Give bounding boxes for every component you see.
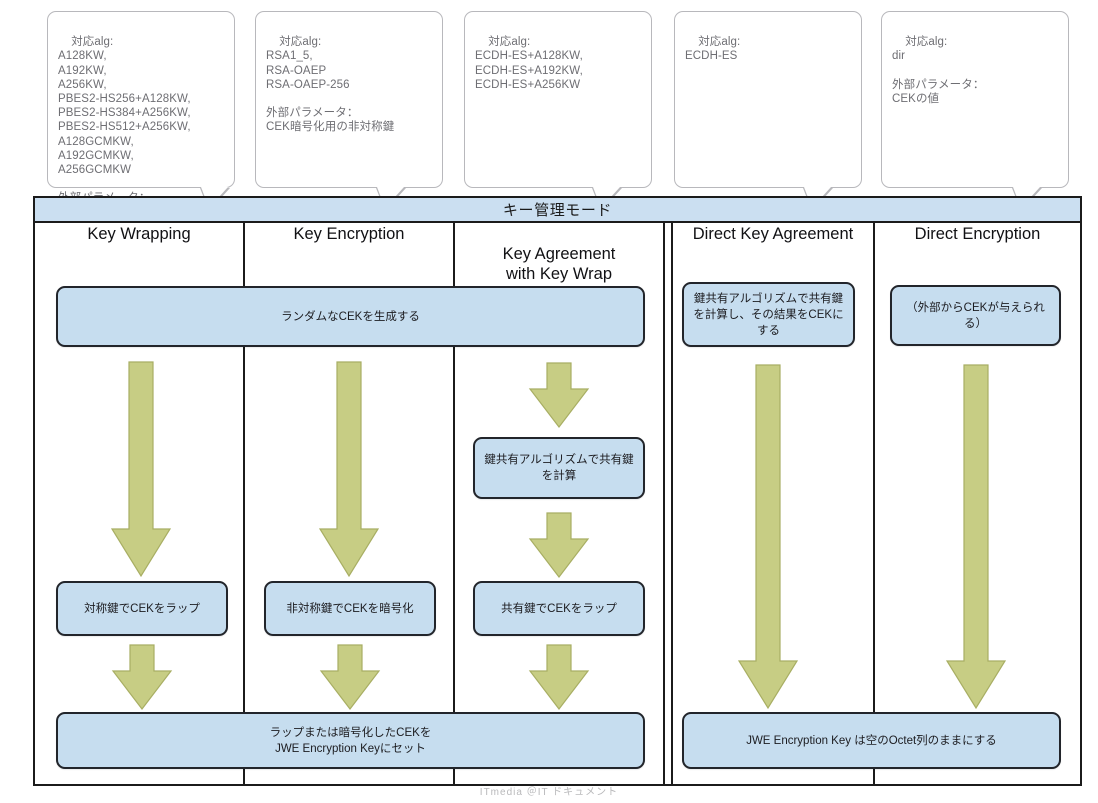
arrow-down-key-wrapping-long [110, 361, 172, 578]
step-generate-cek: ランダムなCEKを生成する [56, 286, 645, 347]
step-empty-octet-sequence-label: JWE Encryption Key は空のOctet列のままにする [746, 734, 997, 747]
callout-key-encryption-text: 対応alg: RSA1_5, RSA-OAEP RSA-OAEP-256 外部パ… [266, 36, 395, 134]
step-generate-cek-label: ランダムなCEKを生成する [281, 310, 420, 323]
step-de-external-cek-label: （外部からCEKが与えられ る） [906, 301, 1045, 330]
arrow-down-key-encryption-short [319, 644, 381, 711]
column-divider-2 [453, 223, 455, 784]
column-divider-3b [671, 223, 673, 784]
step-set-jwe-encryption-key-label: ラップまたは暗号化したCEKを JWE Encryption Keyにセット [269, 726, 432, 755]
arrow-down-key-encryption-long [318, 361, 380, 578]
step-wrap-with-shared-key: 共有鍵でCEKをラップ [473, 581, 645, 636]
arrow-down-direct-encryption-long [945, 364, 1007, 710]
step-ka-compute-shared-key-label: 鍵共有アルゴリズムで共有鍵 を計算 [484, 454, 634, 482]
step-wrap-with-shared-key-label: 共有鍵でCEKをラップ [501, 602, 617, 615]
watermark: ITmedia ＠IT ドキュメント [0, 783, 1098, 798]
step-dka-compute-shared-key-label: 鍵共有アルゴリズムで共有鍵 を計算し、その結果をCEKに する [693, 292, 844, 337]
column-title-text: Key Agreement with Key Wrap [502, 245, 616, 283]
step-wrap-with-symmetric-key: 対称鍵でCEKをラップ [56, 581, 228, 636]
step-set-jwe-encryption-key: ラップまたは暗号化したCEKを JWE Encryption Keyにセット [56, 712, 645, 769]
column-title-text: Key Wrapping [87, 225, 191, 243]
callout-key-agreement-text: 対応alg: ECDH-ES+A128KW, ECDH-ES+A192KW, E… [475, 36, 583, 91]
key-management-mode-title: キー管理モード [502, 202, 613, 219]
arrow-down-direct-key-agreement-long [737, 364, 799, 710]
callout-key-agreement-with-key-wrap: 対応alg: ECDH-ES+A128KW, ECDH-ES+A192KW, E… [464, 11, 652, 211]
arrow-down-key-agreement-short [528, 644, 590, 711]
column-title-direct-encryption: Direct Encryption [875, 224, 1080, 244]
step-dka-compute-shared-key: 鍵共有アルゴリズムで共有鍵 を計算し、その結果をCEKに する [682, 282, 855, 347]
callout-key-encryption: 対応alg: RSA1_5, RSA-OAEP RSA-OAEP-256 外部パ… [255, 11, 443, 211]
arrow-down-key-agreement-top [528, 362, 590, 429]
column-title-text: Direct Key Agreement [692, 225, 854, 243]
step-empty-octet-sequence: JWE Encryption Key は空のOctet列のままにする [682, 712, 1061, 769]
step-encrypt-with-asymmetric-key-label: 非対称鍵でCEKを暗号化 [286, 602, 414, 615]
column-title-key-agreement-with-key-wrap: Key Agreement with Key Wrap [455, 224, 663, 284]
callout-direct-key-agreement: 対応alg: ECDH-ES [674, 11, 862, 211]
arrow-down-key-agreement-middle [528, 512, 590, 579]
column-divider-4 [873, 223, 875, 784]
callout-direct-encryption: 対応alg: dir 外部パラメータ： CEKの値 [881, 11, 1069, 211]
step-de-external-cek: （外部からCEKが与えられ る） [890, 285, 1061, 346]
column-title-text: Key Encryption [293, 225, 405, 243]
column-title-key-wrapping: Key Wrapping [35, 224, 243, 244]
callout-key-wrapping-text: 対応alg: A128KW, A192KW, A256KW, PBES2-HS2… [58, 36, 191, 218]
column-title-text: Direct Encryption [914, 225, 1041, 243]
callout-direct-key-agreement-text: 対応alg: ECDH-ES [685, 36, 741, 63]
step-ka-compute-shared-key: 鍵共有アルゴリズムで共有鍵 を計算 [473, 437, 645, 499]
callout-direct-encryption-text: 対応alg: dir 外部パラメータ： CEKの値 [892, 36, 985, 106]
step-encrypt-with-asymmetric-key: 非対称鍵でCEKを暗号化 [264, 581, 436, 636]
column-divider-1 [243, 223, 245, 784]
callout-key-wrapping: 対応alg: A128KW, A192KW, A256KW, PBES2-HS2… [47, 11, 235, 219]
watermark-text: ITmedia ＠IT ドキュメント [479, 787, 619, 798]
arrow-down-key-wrapping-short [111, 644, 173, 711]
column-title-direct-key-agreement: Direct Key Agreement [673, 224, 873, 244]
column-title-key-encryption: Key Encryption [245, 224, 453, 244]
column-divider-3a [663, 223, 665, 784]
key-management-mode-header: キー管理モード [35, 198, 1080, 223]
step-wrap-with-symmetric-key-label: 対称鍵でCEKをラップ [84, 602, 200, 615]
